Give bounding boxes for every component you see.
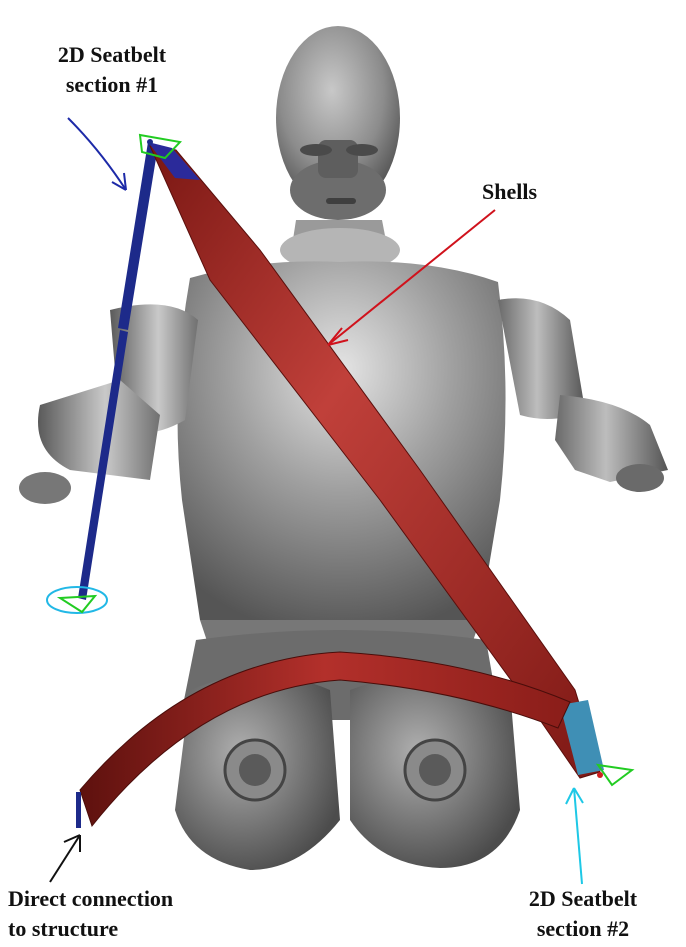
arrow-to-seatbelt-1	[68, 118, 126, 190]
arrow-to-seatbelt-2	[566, 788, 583, 884]
label-seatbelt-section-2: 2D Seatbelt section #2	[498, 884, 668, 944]
label-shells: Shells	[482, 177, 537, 207]
dummy-right-arm	[498, 298, 668, 492]
label-seatbelt-section-1: 2D Seatbelt section #1	[22, 40, 202, 100]
label-direct-connection: Direct connection to structure	[8, 884, 173, 944]
dummy-head	[276, 26, 400, 220]
arrow-to-direct-connection	[50, 835, 80, 882]
anchor-connection-icon	[76, 792, 81, 828]
anchor-left-icon	[47, 587, 107, 613]
